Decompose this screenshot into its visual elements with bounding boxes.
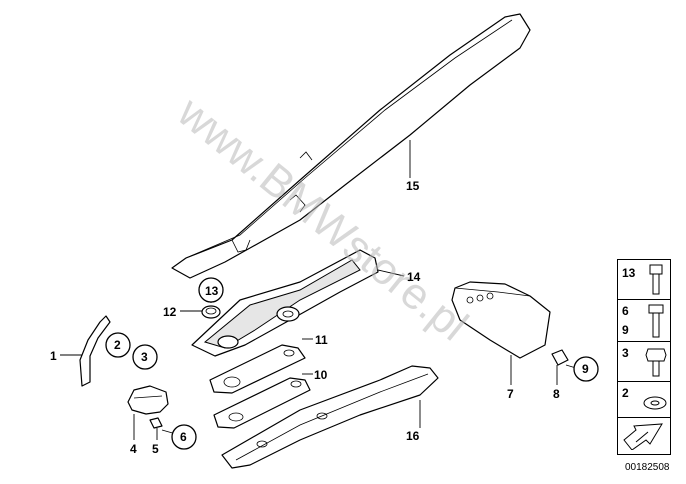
label-2: 2 [114,338,121,352]
legend-label-9: 9 [622,323,629,337]
hardware-legend: 13 6 9 3 2 [617,259,671,455]
arrow-icon [623,423,663,450]
callout-9 [573,356,599,382]
part-1-bracket [79,315,111,387]
part-14-chain-slider [191,249,379,357]
legend-row-6-9: 6 9 [618,300,670,342]
part-15-chain-guard-upper [171,13,531,279]
label-5: 5 [152,442,159,456]
legend-row-2: 2 [618,382,670,418]
label-15: 15 [406,179,420,193]
legend-label-6: 6 [622,304,629,318]
label-6: 6 [180,430,187,444]
part-11-plate [209,344,306,394]
part-7-tensioner-block [451,281,551,359]
label-1: 1 [50,349,57,363]
label-4: 4 [130,442,137,456]
washer-icon [643,396,667,410]
legend-row-3: 3 [618,342,670,382]
part-10-plate [213,377,311,429]
part-8-pin [551,349,569,366]
legend-label-2: 2 [622,386,629,400]
label-14: 14 [407,270,421,284]
part-16-lower-rail [221,365,439,469]
bolt-icon [649,264,663,295]
label-7: 7 [507,387,514,401]
callout-2 [105,332,131,358]
label-3: 3 [141,350,148,364]
legend-row-13: 13 [618,260,670,300]
label-16: 16 [406,429,420,443]
label-9: 9 [582,362,589,376]
part-5-sleeve [149,417,163,429]
callout-13 [198,277,224,303]
callout-6 [171,424,197,450]
callout-3 [132,344,158,370]
label-13: 13 [205,284,219,298]
bolt-icon [648,304,664,338]
label-12: 12 [163,305,177,319]
label-8: 8 [553,387,560,401]
part-12-cap [201,305,221,319]
legend-label-13: 13 [622,266,636,280]
document-number: 00182508 [625,462,670,473]
legend-row-arrow [618,418,670,454]
label-10: 10 [314,368,328,382]
hex-bolt-icon [645,348,667,377]
legend-label-3: 3 [622,346,629,360]
part-4-clamp [127,385,169,415]
label-11: 11 [315,333,328,347]
